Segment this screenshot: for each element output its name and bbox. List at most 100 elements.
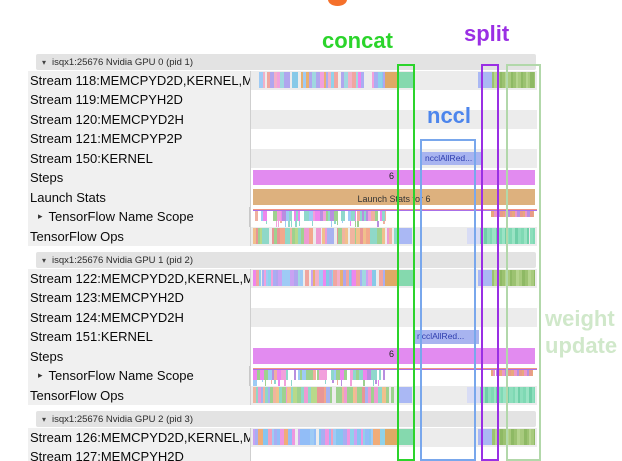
steps-bar[interactable]: 6 bbox=[253, 169, 535, 186]
collapse-triangle-icon[interactable]: ▾ bbox=[42, 57, 47, 67]
row-label-text: TensorFlow Name Scope bbox=[48, 209, 194, 225]
memcpy-tan-segment[interactable] bbox=[385, 270, 398, 286]
timeline-row bbox=[250, 207, 537, 230]
tf-ops-bars[interactable] bbox=[251, 227, 537, 247]
split-label: split bbox=[464, 21, 510, 46]
tfns-purple-line bbox=[253, 209, 537, 212]
timeline-row bbox=[250, 288, 537, 308]
gpu-section-header[interactable]: ▾ isqx1:25676 Nvidia GPU 1 (pid 2) bbox=[36, 252, 536, 268]
row-label-tfops: TensorFlow Ops bbox=[28, 385, 252, 405]
row-label-text: Stream 151:KERNEL bbox=[30, 329, 153, 345]
launch-stats-bar-label: Launch Stats for 6 bbox=[357, 194, 431, 205]
stream-activity-bars[interactable] bbox=[251, 269, 537, 289]
concat-mint-segment[interactable] bbox=[398, 270, 414, 286]
row-label-text: Stream 127:MEMCPYH2D bbox=[30, 449, 184, 461]
row-label-tfops: TensorFlow Ops bbox=[28, 226, 252, 246]
timeline-row bbox=[250, 366, 537, 389]
gpu-section-title: isqx1:25676 Nvidia GPU 1 (pid 2) bbox=[52, 254, 194, 266]
row-label-text: Stream 119:MEMCPYH2D bbox=[30, 92, 183, 108]
timeline-row: 6 bbox=[250, 168, 537, 188]
nccl-label: nccl bbox=[427, 103, 472, 128]
tfops-periwinkle-segment[interactable] bbox=[398, 387, 412, 403]
timeline-row bbox=[250, 447, 537, 461]
gpu-section-title: isqx1:25676 Nvidia GPU 2 (pid 3) bbox=[52, 413, 194, 425]
row-label-launch: Launch Stats bbox=[28, 187, 252, 207]
timeline-row bbox=[250, 268, 537, 289]
timeline-row bbox=[250, 307, 537, 327]
timeline-row: ncclAllRed... bbox=[250, 148, 537, 168]
row-label-text: Stream 122:MEMCPYD2D,KERNEL,MI bbox=[30, 270, 252, 286]
memcpy-tan-segment[interactable] bbox=[385, 429, 398, 445]
memcpy-tan-segment[interactable] bbox=[385, 72, 398, 88]
collapse-triangle-icon[interactable]: ▾ bbox=[42, 414, 47, 424]
expand-triangle-icon[interactable]: ▸ bbox=[38, 211, 43, 222]
row-label-stream: Stream 126:MEMCPYD2D,KERNEL,MI bbox=[28, 427, 252, 447]
weight-update-annotation-box bbox=[506, 64, 541, 461]
row-label-stream: Stream 122:MEMCPYD2D,KERNEL,MI bbox=[28, 268, 252, 288]
timeline-row bbox=[250, 129, 537, 149]
concat-mint-segment[interactable] bbox=[398, 429, 414, 445]
step-number-label: 6 bbox=[388, 349, 394, 360]
nccl-allreduce-bar-label: ncclAllRed... bbox=[425, 152, 473, 163]
split-annotation-box bbox=[480, 64, 499, 461]
row-label-kernel: Stream 151:KERNEL bbox=[28, 327, 252, 347]
row-label-text: Stream 118:MEMCPYD2D,KERNEL,ME bbox=[30, 72, 252, 88]
row-label-tfns: ▸TensorFlow Name Scope bbox=[28, 366, 250, 386]
row-label-steps: Steps bbox=[28, 346, 252, 366]
timeline-row bbox=[250, 427, 537, 448]
timeline-row bbox=[250, 385, 537, 406]
row-label-text: Steps bbox=[30, 170, 64, 186]
row-label-text: Stream 124:MEMCPYD2H bbox=[30, 309, 184, 325]
tf-name-scope-bars[interactable] bbox=[251, 366, 537, 389]
tfops-periwinkle-segment[interactable] bbox=[398, 228, 412, 244]
gpu-section-title: isqx1:25676 Nvidia GPU 0 (pid 1) bbox=[52, 56, 194, 68]
stream-activity-bars[interactable] bbox=[251, 71, 537, 91]
row-label-empty: Stream 120:MEMCPYD2H bbox=[28, 109, 252, 129]
row-label-text: Stream 121:MEMCPYP2P bbox=[30, 131, 183, 147]
nccl-allreduce-bar[interactable]: ncclAllRed... bbox=[421, 151, 482, 166]
row-label-empty: Stream 119:MEMCPYH2D bbox=[28, 90, 252, 110]
timeline-row: 6 bbox=[250, 346, 537, 366]
row-label-stream: Stream 118:MEMCPYD2D,KERNEL,ME bbox=[28, 70, 252, 90]
stream-activity-bars[interactable] bbox=[251, 428, 537, 448]
row-label-tfns: ▸ TensorFlow Name Scope bbox=[28, 207, 250, 227]
timeline-row bbox=[250, 90, 537, 110]
timeline-row: ncclAllRed... bbox=[250, 327, 537, 347]
row-label-empty: Stream 121:MEMCPYP2P bbox=[28, 129, 252, 149]
row-label-empty: Stream 127:MEMCPYH2D bbox=[28, 447, 252, 461]
expand-triangle-icon[interactable]: ▸ bbox=[38, 370, 43, 381]
tfns-purple-line bbox=[253, 368, 537, 371]
timeline-row: Launch Stats for 6 bbox=[250, 187, 537, 207]
tfns-top-line bbox=[253, 367, 537, 370]
nccl-allreduce-bar-label: ncclAllRed... bbox=[417, 331, 465, 342]
row-label-steps: Steps bbox=[28, 168, 252, 188]
row-label-empty: Stream 124:MEMCPYD2H bbox=[28, 307, 252, 327]
launch-stats-bar[interactable]: Launch Stats for 6 bbox=[253, 189, 535, 205]
row-label-text: Stream 126:MEMCPYD2D,KERNEL,MI bbox=[30, 429, 252, 445]
weight-update-label: weight update bbox=[545, 306, 618, 358]
cropped-orange-glyph bbox=[328, 0, 347, 6]
row-label-text: Stream 150:KERNEL bbox=[30, 150, 153, 166]
row-label-text: Steps bbox=[30, 348, 64, 364]
nccl-allreduce-bar[interactable]: ncclAllRed... bbox=[413, 330, 479, 344]
gpu-section-header[interactable]: ▾ isqx1:25676 Nvidia GPU 2 (pid 3) bbox=[36, 411, 536, 427]
steps-bar[interactable]: 6 bbox=[253, 348, 535, 364]
collapse-triangle-icon[interactable]: ▾ bbox=[42, 255, 47, 265]
gpu-section-header[interactable]: ▾ isqx1:25676 Nvidia GPU 0 (pid 1) bbox=[36, 54, 536, 70]
concat-label: concat bbox=[322, 28, 393, 53]
row-label-text: Stream 123:MEMCPYH2D bbox=[30, 290, 184, 306]
row-label-text: Stream 120:MEMCPYD2H bbox=[30, 111, 184, 127]
tf-name-scope-bars[interactable] bbox=[251, 207, 537, 230]
row-label-empty: Stream 123:MEMCPYH2D bbox=[28, 288, 252, 308]
timeline-row bbox=[250, 109, 537, 129]
timeline-row bbox=[250, 70, 537, 91]
row-label-text: TensorFlow Ops bbox=[30, 228, 124, 244]
tf-ops-bars[interactable] bbox=[251, 386, 537, 406]
row-label-text: TensorFlow Ops bbox=[30, 387, 124, 403]
concat-annotation-box bbox=[397, 64, 415, 461]
nccl-annotation-box bbox=[419, 139, 476, 461]
concat-mint-segment[interactable] bbox=[398, 72, 414, 88]
row-label-text: Launch Stats bbox=[30, 189, 106, 205]
